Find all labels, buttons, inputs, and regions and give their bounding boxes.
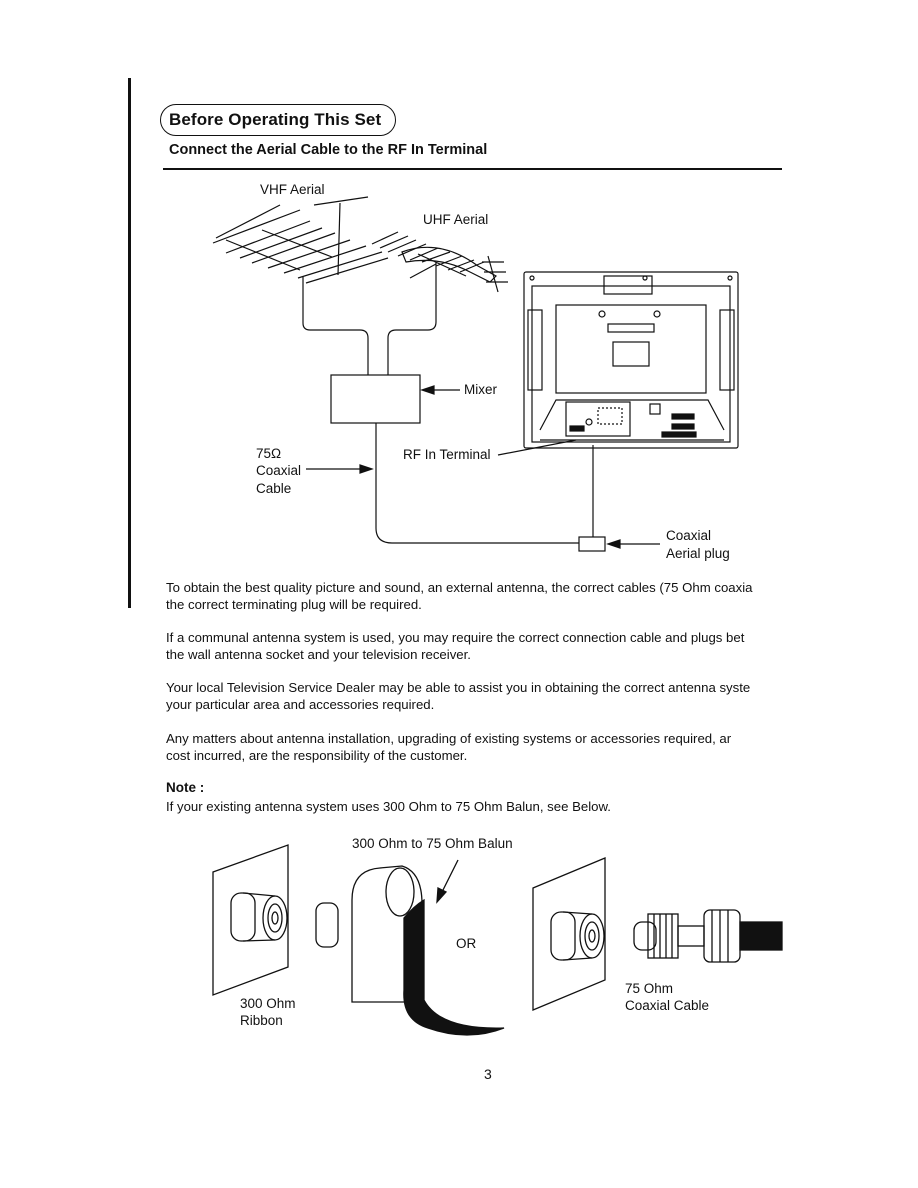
uhf-aerial-icon (371, 231, 508, 293)
page-number: 3 (484, 1066, 492, 1082)
coax-cable-line (375, 423, 579, 544)
coax-75-label-line2: Coaxial Cable (625, 998, 710, 1013)
paragraph-1-line2: the correct terminating plug will be req… (166, 597, 422, 612)
paragraph-4-line1: Any matters about antenna installation, … (166, 731, 732, 746)
vhf-aerial-icon (212, 196, 389, 284)
note-text: If your existing antenna system uses 300… (166, 799, 611, 814)
paragraph-1-line1: To obtain the best quality picture and s… (166, 580, 753, 595)
wall-socket-300-icon (212, 844, 289, 996)
margin-bar (128, 78, 131, 608)
coax-label-line3: Cable (256, 481, 292, 496)
section-title-text: Before Operating This Set (169, 110, 382, 129)
mixer-label: Mixer (464, 382, 497, 397)
coaxial-connector-icon (633, 909, 783, 963)
mixer-box (330, 374, 421, 424)
paragraph-4-line2: cost incurred, are the responsibility of… (166, 748, 468, 763)
paragraph-4: Any matters about antenna installation, … (166, 730, 782, 764)
paragraph-3-line1: Your local Television Service Dealer may… (166, 680, 751, 695)
or-label: OR (456, 936, 477, 951)
heading-rule (163, 168, 782, 170)
paragraph-2-line2: the wall antenna socket and your televis… (166, 647, 471, 662)
paragraph-3: Your local Television Service Dealer may… (166, 679, 782, 713)
paragraph-2: If a communal antenna system is used, yo… (166, 629, 782, 663)
coaxial-plug (578, 536, 606, 552)
paragraph-3-line2: your particular area and accessories req… (166, 697, 435, 712)
paragraph-1: To obtain the best quality picture and s… (166, 579, 782, 613)
paragraph-2-line1: If a communal antenna system is used, yo… (166, 630, 745, 645)
uhf-aerial-label: UHF Aerial (423, 212, 489, 227)
balun-caption: 300 Ohm to 75 Ohm Balun (352, 836, 513, 851)
balun-adapter-icon (315, 859, 505, 1036)
coax-label-line1: 75Ω (256, 446, 282, 461)
note-title: Note : (166, 780, 205, 795)
plug-label-line2: Aerial plug (666, 546, 730, 561)
rf-in-terminal-label: RF In Terminal (403, 447, 491, 462)
uhf-feed-line (387, 262, 437, 375)
plug-label-line1: Coaxial (666, 528, 712, 543)
tv-back-panel-icon (523, 271, 739, 449)
wall-socket-75-icon (532, 857, 606, 1011)
subheading: Connect the Aerial Cable to the RF In Te… (169, 142, 488, 158)
vhf-feed-line (302, 276, 369, 375)
ribbon-label-line1: 300 Ohm (240, 996, 296, 1011)
ribbon-label-line2: Ribbon (240, 1013, 283, 1028)
coax-label-line2: Coaxial (256, 463, 302, 478)
vhf-aerial-label: VHF Aerial (260, 182, 325, 197)
coax-75-label-line1: 75 Ohm (625, 981, 674, 996)
section-title: Before Operating This Set (160, 104, 397, 136)
